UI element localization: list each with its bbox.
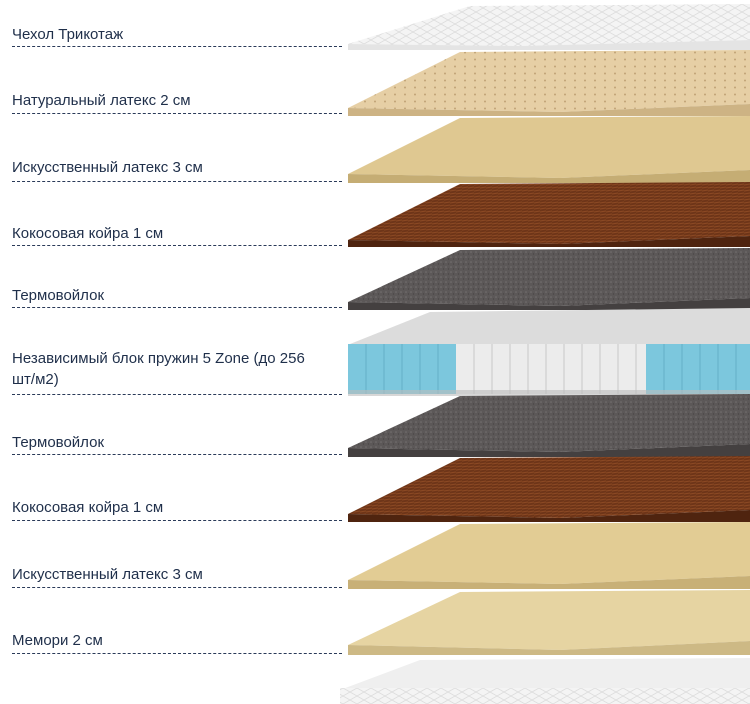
leader-line-coconut-bottom [12, 520, 342, 521]
leader-line-cover [12, 46, 342, 47]
layer-felt-top [348, 248, 750, 310]
label-coconut-bottom: Кокосовая койра 1 см [12, 499, 164, 516]
leader-line-artificial-latex-bottom [12, 587, 342, 588]
leader-line-felt-bottom [12, 454, 342, 455]
label-artificial-latex-top: Искусственный латекс 3 см [12, 159, 203, 176]
leader-line-artificial-latex-top [12, 181, 342, 182]
leader-line-memory [12, 653, 342, 654]
layer-coconut-top [348, 182, 750, 247]
label-coconut-top: Кокосовая койра 1 см [12, 225, 164, 242]
leader-line-spring-block [12, 394, 342, 395]
label-natural-latex: Натуральный латекс 2 см [12, 92, 191, 109]
layer-base-cover [340, 658, 750, 704]
layer-spring-block [348, 308, 750, 396]
leader-line-felt-top [12, 307, 342, 308]
leader-line-coconut-top [12, 245, 342, 246]
layer-natural-latex [348, 50, 750, 116]
label-memory: Мемори 2 см [12, 632, 103, 649]
layer-felt-bottom [348, 394, 750, 457]
layer-artificial-latex-top [348, 116, 750, 183]
label-artificial-latex-bottom: Искусственный латекс 3 см [12, 566, 203, 583]
layer-memory [348, 590, 750, 655]
label-spring-block: Независимый блок пружин 5 Zone (до 256 ш… [12, 350, 305, 388]
layer-coconut-bottom [348, 456, 750, 522]
leader-line-natural-latex [12, 113, 342, 114]
layer-cover [348, 4, 750, 50]
label-felt-top: Термовойлок [12, 287, 105, 304]
label-cover: Чехол Трикотаж [12, 26, 124, 43]
label-felt-bottom: Термовойлок [12, 434, 105, 451]
layer-artificial-latex-bottom [348, 522, 750, 589]
